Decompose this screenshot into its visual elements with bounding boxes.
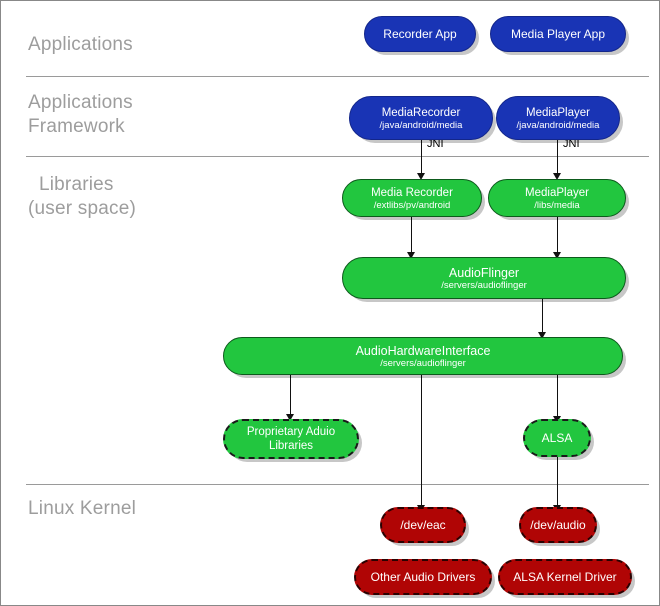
layer-label-libraries: Libraries (user space) [28, 174, 136, 219]
node-alsa-title: ALSA [541, 431, 573, 445]
node-recorder-app-title: Recorder App [383, 27, 457, 41]
node-audiohardwareinterface[interactable]: AudioHardwareInterface /servers/audiofli… [223, 337, 623, 375]
connector-mediarecorder-to-lib [421, 140, 422, 178]
node-dev-eac[interactable]: /dev/eac [380, 507, 466, 543]
node-proprietary-audio-libraries[interactable]: Proprietary Aduio Libraries [223, 419, 359, 459]
node-mediarecorder-framework-path: /java/android/media [379, 119, 463, 131]
node-alsa-kernel-driver[interactable]: ALSA Kernel Driver [498, 559, 632, 595]
divider-applications [26, 76, 649, 77]
node-media-player-app-title: Media Player App [510, 27, 606, 41]
node-alsa[interactable]: ALSA [523, 419, 591, 457]
node-media-recorder-lib-title: Media Recorder [371, 186, 453, 199]
node-mediaplayer-lib-path: /libs/media [534, 199, 580, 211]
node-other-audio-drivers[interactable]: Other Audio Drivers [354, 559, 492, 595]
connector-audioflinger-to-audiohardwareinterface [542, 298, 543, 336]
node-mediarecorder-framework[interactable]: MediaRecorder /java/android/media [349, 96, 493, 140]
arrowhead-audioflinger-to-audiohardwareinterface [538, 332, 546, 339]
node-audioflinger-path: /servers/audioflinger [441, 279, 527, 291]
node-media-player-app[interactable]: Media Player App [490, 16, 626, 52]
jni-label-right: JNI [563, 138, 580, 150]
connector-mediaplayer-to-lib [557, 140, 558, 178]
connector-ahi-to-proprietary [290, 373, 291, 417]
node-audioflinger-title: AudioFlinger [448, 265, 520, 280]
layer-label-linux-kernel: Linux Kernel [28, 498, 137, 519]
node-proprietary-audio-libraries-subtitle: Libraries [268, 440, 314, 452]
connector-alsa-to-dev-audio [557, 456, 558, 508]
divider-libraries [26, 484, 649, 485]
node-audiohardwareinterface-path: /servers/audioflinger [380, 357, 466, 369]
node-mediarecorder-framework-title: MediaRecorder [381, 106, 461, 119]
node-mediaplayer-framework[interactable]: MediaPlayer /java/android/media [496, 96, 620, 140]
node-mediaplayer-lib-title: MediaPlayer [525, 186, 589, 199]
node-audioflinger[interactable]: AudioFlinger /servers/audioflinger [342, 257, 626, 299]
arrowhead-mediaplayer-to-lib [553, 173, 561, 180]
connector-ahi-to-alsa [557, 373, 558, 419]
node-recorder-app[interactable]: Recorder App [364, 16, 476, 52]
node-alsa-kernel-driver-title: ALSA Kernel Driver [513, 570, 617, 584]
layer-label-applications: Applications [28, 34, 133, 55]
arrowhead-mediarecorder-to-lib [417, 173, 425, 180]
node-dev-audio-title: /dev/audio [530, 518, 586, 532]
node-mediaplayer-framework-path: /java/android/media [516, 119, 600, 131]
node-dev-eac-title: /dev/eac [400, 518, 446, 532]
arrowhead-mediaplayerlib-to-audioflinger [553, 252, 561, 259]
node-mediaplayer-lib[interactable]: MediaPlayer /libs/media [488, 179, 626, 217]
arrowhead-mediarecorderlib-to-audioflinger [407, 252, 415, 259]
divider-framework [26, 156, 649, 157]
node-proprietary-audio-libraries-title: Proprietary Aduio [246, 426, 336, 438]
layer-label-applications-framework: Applications Framework [28, 92, 133, 137]
connector-mediarecorderlib-to-audioflinger [411, 216, 412, 256]
node-dev-audio[interactable]: /dev/audio [519, 507, 597, 543]
arrowhead-ahi-to-proprietary [286, 414, 294, 421]
node-mediaplayer-framework-title: MediaPlayer [526, 106, 590, 119]
node-media-recorder-lib[interactable]: Media Recorder /extlibs/pv/android [342, 179, 482, 217]
node-media-recorder-lib-path: /extlibs/pv/android [373, 199, 451, 211]
node-other-audio-drivers-title: Other Audio Drivers [370, 570, 476, 584]
connector-mediaplayerlib-to-audioflinger [557, 216, 558, 256]
connector-ahi-to-dev-eac [421, 373, 422, 508]
node-audiohardwareinterface-title: AudioHardwareInterface [355, 343, 491, 358]
jni-label-left: JNI [427, 138, 444, 150]
